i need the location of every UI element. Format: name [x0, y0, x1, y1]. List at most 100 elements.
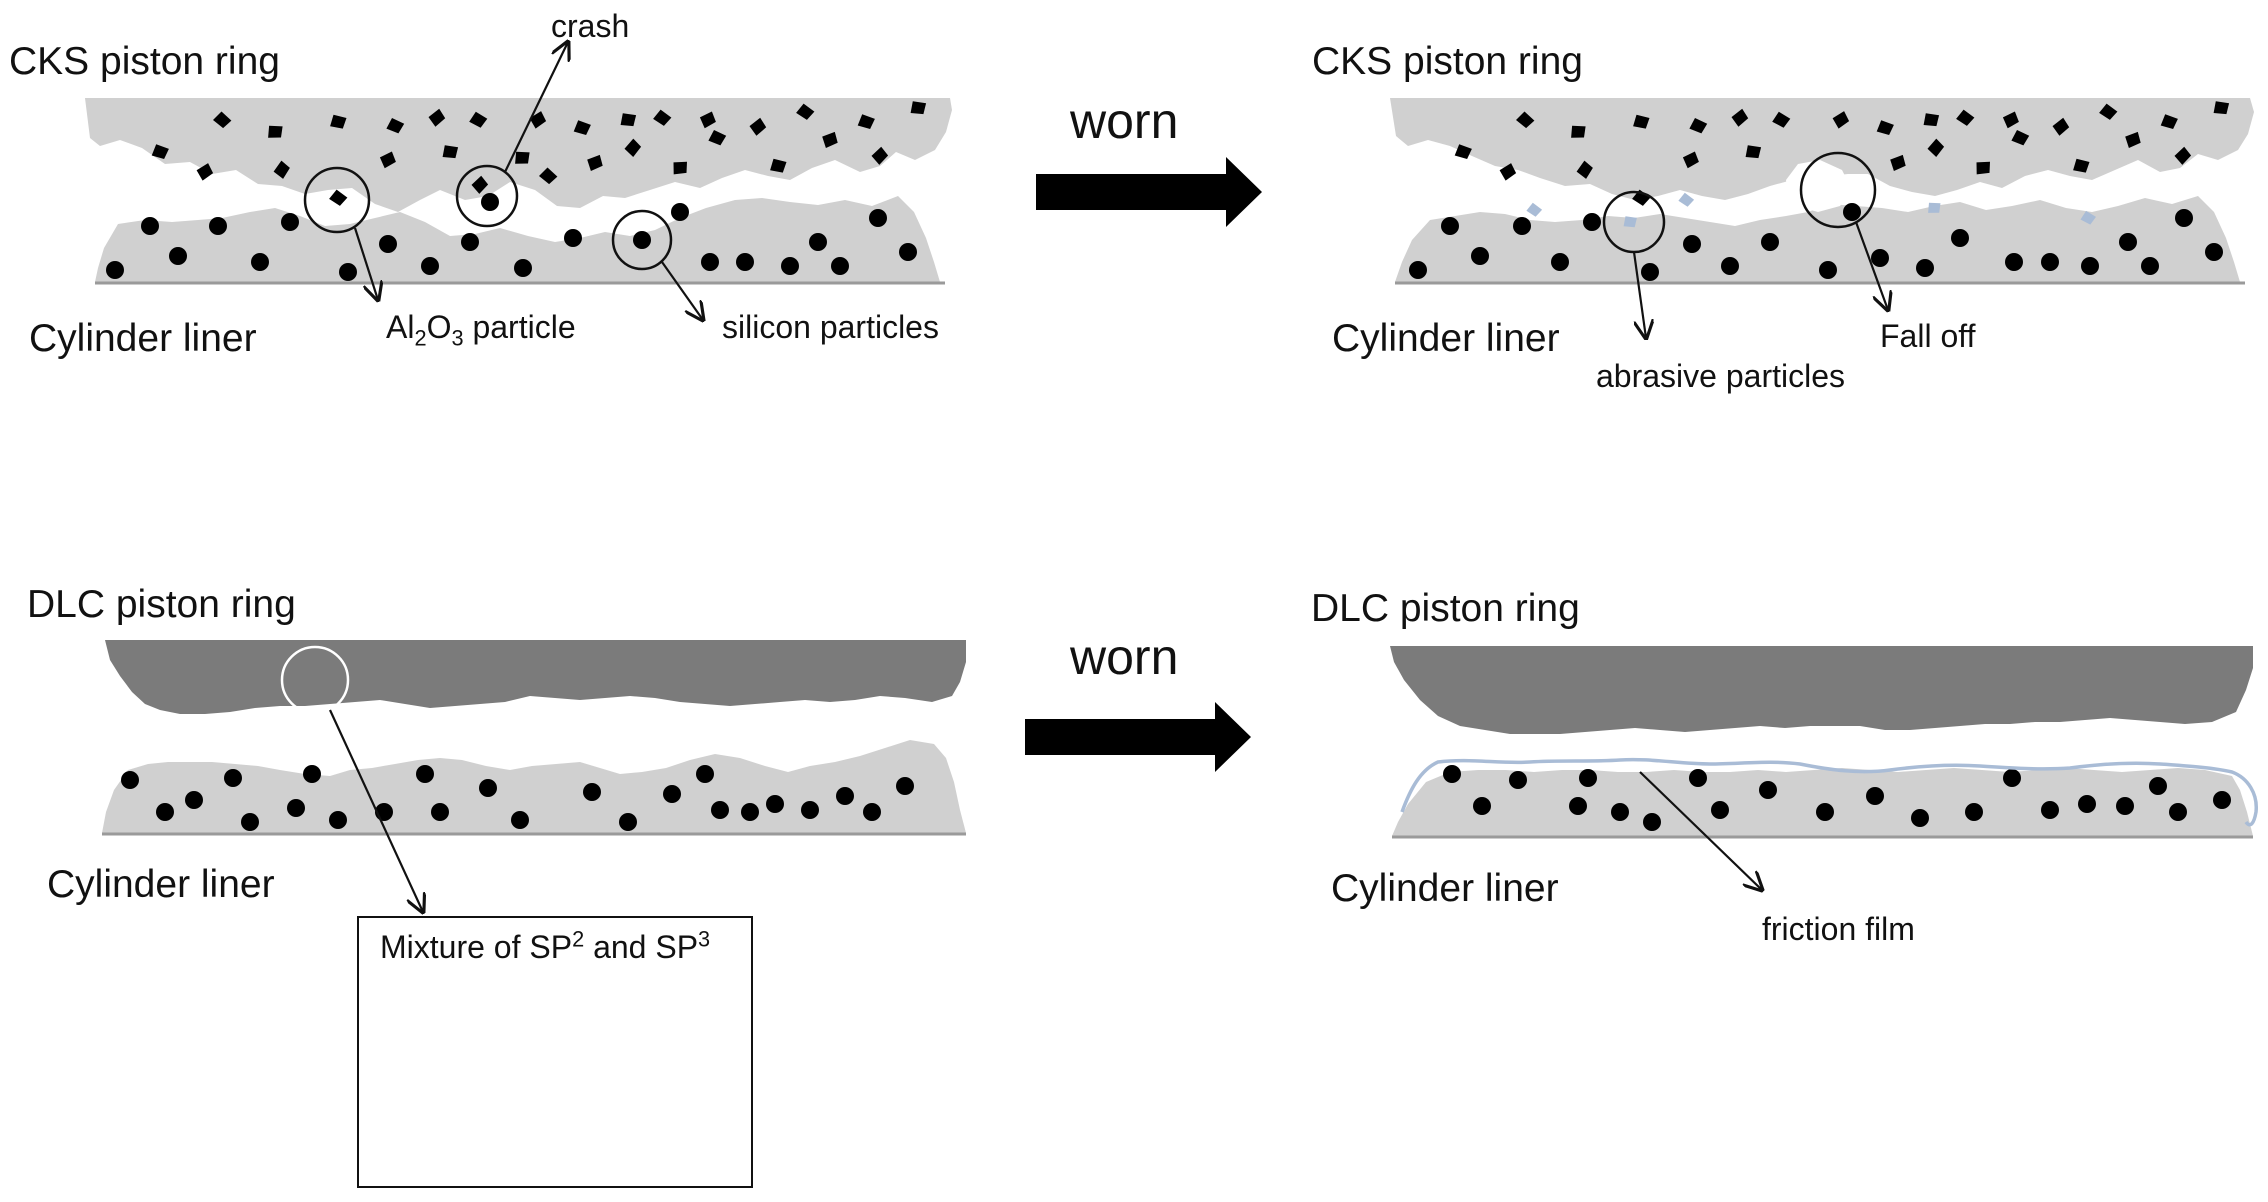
al2o3-particle	[770, 158, 787, 173]
silicon-particle-worn	[1761, 233, 1779, 251]
al2o3-particle	[624, 138, 642, 157]
silicon-particle-worn	[2003, 769, 2021, 787]
al2o3-particles	[151, 101, 927, 206]
al2o3-particle	[620, 113, 637, 127]
crash-arrow	[504, 42, 568, 173]
al2o3-particle	[539, 167, 558, 185]
silicon-particle-worn	[1866, 787, 1884, 805]
silicon-particle	[169, 247, 187, 265]
silicon-particles-worn	[1409, 203, 2223, 281]
silicon-particle-worn	[1683, 235, 1701, 253]
al2o3-particle	[708, 130, 727, 146]
silicon-particle	[766, 795, 784, 813]
dlc-before-ring-label: DLC piston ring	[27, 583, 296, 626]
al2o3-particle-worn	[1976, 161, 1990, 175]
al2o3-particle-worn	[2125, 131, 2141, 148]
silicon-particle	[461, 233, 479, 251]
silicon-particle-worn	[1473, 797, 1491, 815]
silicon-particle-worn	[1583, 213, 1601, 231]
al2o3-particle-worn	[1731, 108, 1749, 127]
al2o3-particle	[796, 103, 815, 120]
abrasive-particle	[1678, 192, 1695, 207]
silicon-particle	[416, 765, 434, 783]
al2o3-particle-worn	[2160, 114, 2178, 129]
silicon-particle-worn	[1916, 259, 1934, 277]
silicon-particle-worn	[2141, 257, 2159, 275]
silicon-particle	[831, 257, 849, 275]
al2o3-particle-worn	[1516, 111, 1535, 129]
al2o3-particle-worn	[2099, 103, 2118, 120]
al2o3-particle-worn	[2002, 111, 2019, 129]
silicon-particle	[241, 813, 259, 831]
fall-off-arrow	[1854, 221, 1888, 310]
silicon-highlight-circle	[611, 209, 673, 271]
al2o3-particle-worn	[1454, 144, 1472, 159]
silicon-particle	[863, 803, 881, 821]
abrasive-particle	[1623, 216, 1637, 228]
abrasive-particle	[2080, 210, 2096, 225]
sp2-sp3-inset-box	[357, 916, 753, 1188]
silicon-particle-worn	[1641, 263, 1659, 281]
silicon-particle-worn	[2169, 803, 2187, 821]
panel-cks-before	[85, 42, 952, 320]
al2o3-particle	[273, 160, 290, 179]
al2o3-particle	[529, 111, 547, 129]
dlc-after-ring-label: DLC piston ring	[1311, 587, 1580, 630]
panel-cks-after	[1390, 98, 2254, 338]
friction-film-line	[1400, 757, 2258, 827]
abrasive-arrow	[1632, 251, 1646, 338]
al2o3-particle	[268, 125, 283, 138]
al2o3-highlight-circle	[303, 166, 371, 234]
al2o3-particle-worn	[1923, 113, 1940, 127]
silicon-particle-worn	[1471, 247, 1489, 265]
al2o3-particle-worn	[2011, 130, 2030, 146]
al2o3-particle-worn	[1633, 114, 1650, 129]
panel-dlc-after	[1390, 646, 2258, 890]
silicon-particle-worn	[1579, 769, 1597, 787]
silicon-particles-label: silicon particles	[722, 309, 939, 345]
worn-arrow-bottom	[1025, 702, 1251, 772]
silicon-particle	[303, 765, 321, 783]
al2o3-particle-label: Al2O3 particle	[386, 309, 576, 351]
silicon-particles-dlc-worn	[1443, 765, 2231, 831]
silicon-particle	[869, 209, 887, 227]
cks-after-liner-label: Cylinder liner	[1332, 317, 1560, 360]
cylinder-liner-worn-shape	[1395, 196, 2240, 282]
silicon-particle	[287, 799, 305, 817]
worn-label-top: worn	[1070, 93, 1179, 149]
al2o3-particle	[469, 111, 488, 128]
al2o3-particle	[699, 111, 716, 129]
silicon-particle	[156, 803, 174, 821]
silicon-particle	[583, 783, 601, 801]
al2o3-particle	[329, 189, 348, 206]
silicon-particle	[671, 203, 689, 221]
silicon-particle	[141, 217, 159, 235]
silicon-particle	[421, 257, 439, 275]
abrasive-particles-label: abrasive particles	[1596, 358, 1845, 394]
al2o3-particle	[151, 144, 169, 159]
al2o3-particle-worn	[1571, 125, 1586, 138]
silicon-particle-worn	[1551, 253, 1569, 271]
silicon-particle	[329, 811, 347, 829]
silicon-particle-worn	[2149, 777, 2167, 795]
silicon-particle	[185, 791, 203, 809]
silicon-particle-worn	[1689, 769, 1707, 787]
silicon-particle	[479, 779, 497, 797]
silicon-particle	[619, 813, 637, 831]
silicon-particle	[281, 213, 299, 231]
al2o3-particle	[857, 114, 875, 129]
al2o3-particle-worn	[1832, 111, 1850, 129]
al2o3-particle-worn	[2073, 158, 2090, 173]
silicon-particle-worn	[1711, 801, 1729, 819]
al2o3-particle-worn	[2052, 117, 2070, 136]
silicon-particle-worn	[1951, 229, 1969, 247]
abrasive-debris	[1526, 192, 2096, 228]
al2o3-particle	[442, 145, 459, 159]
silicon-particle	[514, 259, 532, 277]
silicon-particle	[481, 193, 499, 211]
silicon-particle	[121, 771, 139, 789]
al2o3-particle-worn	[1890, 154, 1906, 171]
silicon-particle-worn	[2205, 243, 2223, 261]
cks-before-liner-label: Cylinder liner	[29, 317, 257, 360]
